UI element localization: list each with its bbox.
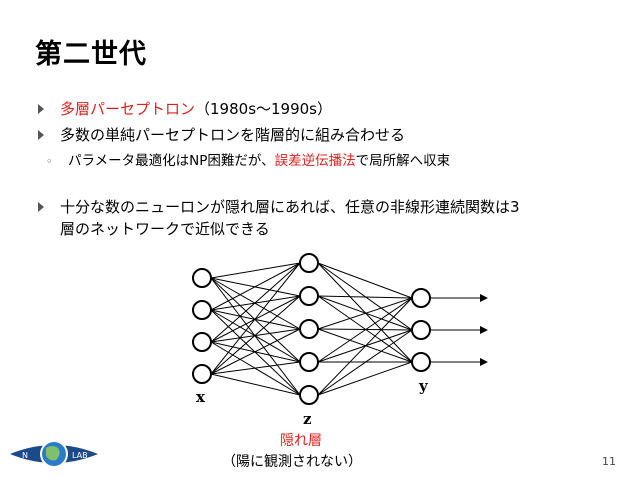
- connection-line: [317, 297, 413, 330]
- connection-line: [317, 297, 413, 396]
- connection-line: [317, 262, 413, 299]
- connection-line: [317, 295, 413, 299]
- connection-line: [210, 262, 301, 311]
- input-neuron: [192, 332, 212, 352]
- connection-line: [210, 295, 301, 375]
- highlight-text: 誤差逆伝播法: [274, 153, 356, 169]
- output-neuron: [411, 288, 431, 308]
- input-layer-label: x: [196, 388, 205, 406]
- connection-line: [210, 373, 301, 396]
- connection-line: [210, 262, 301, 375]
- network-nodes: [192, 253, 431, 405]
- sub-bullet-text: で局所解へ収束: [355, 153, 451, 169]
- network-edges: [210, 262, 488, 396]
- hidden-neuron: [299, 286, 319, 306]
- logo-left-text: N: [22, 451, 28, 460]
- bullet-text: 層のネットワークで近似できる: [60, 220, 270, 238]
- triangle-bullet-icon: [38, 104, 44, 114]
- hidden-neuron: [299, 352, 319, 372]
- connection-line: [317, 361, 413, 396]
- connection-line: [210, 262, 301, 343]
- hidden-neuron: [299, 319, 319, 339]
- hidden-layer-note: （陽に観測されない）: [222, 454, 362, 470]
- hidden-layer-label: z: [303, 410, 312, 428]
- arrow-head-icon: [480, 358, 488, 366]
- lab-logo: N LAB: [10, 440, 98, 468]
- page-number: 11: [602, 455, 616, 468]
- output-neuron: [411, 352, 431, 372]
- connection-line: [210, 262, 301, 279]
- triangle-bullet-icon: [38, 202, 44, 212]
- circle-bullet-icon: ◦: [46, 155, 53, 168]
- arrow-head-icon: [480, 326, 488, 334]
- hidden-neuron: [299, 385, 319, 405]
- bullet-text: 多数の単純パーセプトロンを階層的に組み合わせる: [60, 126, 406, 144]
- sub-bullet-text: パラメータ最適化はNP困難だが、: [68, 153, 275, 169]
- connection-line: [317, 329, 413, 396]
- bullet-text: （1980s〜1990s）: [195, 100, 332, 118]
- output-neuron: [411, 320, 431, 340]
- output-layer-label: y: [419, 377, 428, 395]
- input-neuron: [192, 300, 212, 320]
- arrow-head-icon: [480, 294, 488, 302]
- triangle-bullet-icon: [38, 130, 44, 140]
- hidden-neuron: [299, 253, 319, 273]
- input-neuron: [192, 268, 212, 288]
- bullet-text: 十分な数のニューロンが隠れ層にあれば、任意の非線形連続関数は3: [60, 198, 520, 216]
- input-neuron: [192, 364, 212, 384]
- slide-title: 第二世代: [35, 39, 147, 70]
- connection-line: [210, 328, 301, 375]
- highlight-text: 多層パーセプトロン: [60, 100, 196, 118]
- hidden-layer-caption: 隠れ層: [280, 433, 322, 449]
- connection-line: [210, 361, 301, 375]
- globe-land-icon: [46, 446, 60, 461]
- connection-line: [317, 297, 413, 363]
- logo-right-text: LAB: [72, 451, 88, 460]
